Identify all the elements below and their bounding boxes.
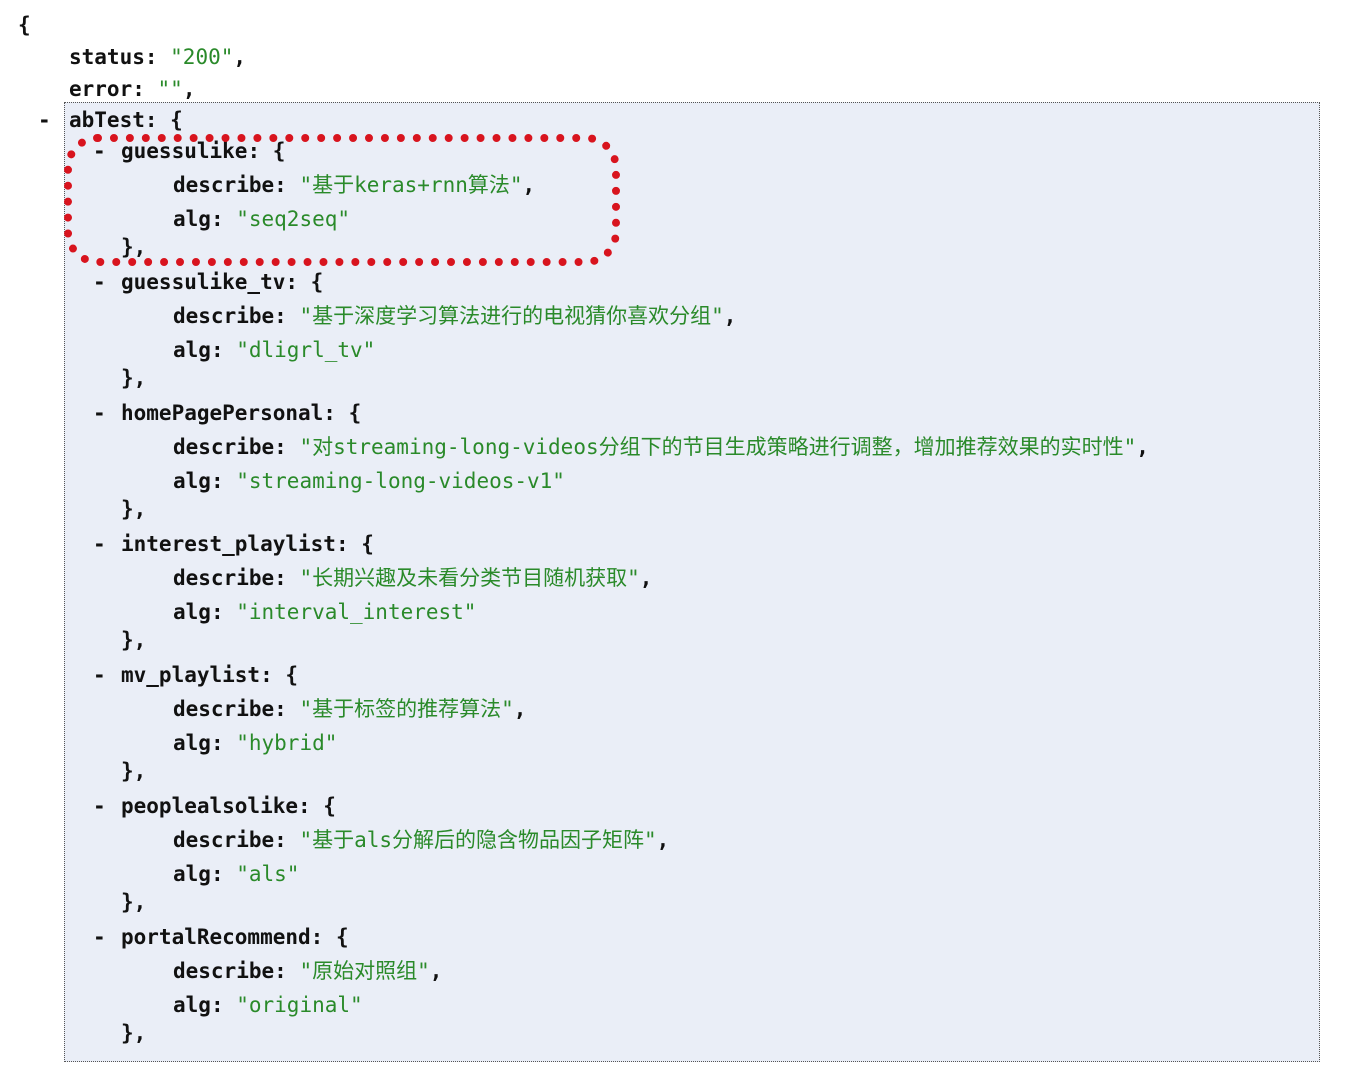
- group-header: interest_playlist: {: [121, 532, 374, 556]
- describe-key: describe: [173, 173, 275, 197]
- alg-value: "streaming-long-videos-v1": [236, 469, 565, 493]
- group-describe-entry: describe: "长期兴趣及未看分类节目随机获取",: [173, 566, 653, 590]
- abtest-key: abTest: [69, 108, 145, 132]
- group-alg-entry: alg: "interval_interest": [173, 600, 477, 624]
- group-close-brace: },: [121, 497, 147, 521]
- group-alg-entry: alg: "hybrid": [173, 731, 338, 755]
- group-alg-entry: alg: "streaming-long-videos-v1": [173, 469, 565, 493]
- describe-value: "基于标签的推荐算法": [299, 697, 514, 721]
- group-describe-entry: describe: "基于深度学习算法进行的电视猜你喜欢分组",: [173, 304, 737, 328]
- group-collapse-toggle[interactable]: -: [93, 794, 106, 818]
- group-describe-entry: describe: "基于keras+rnn算法",: [173, 173, 536, 197]
- status-entry: status: "200",: [69, 45, 247, 69]
- abtest-entry: abTest: {: [69, 108, 183, 132]
- group-header: homePagePersonal: {: [121, 401, 362, 425]
- group-header: mv_playlist: {: [121, 663, 299, 687]
- group-alg-entry: alg: "dligrl_tv": [173, 338, 376, 362]
- group-describe-entry: describe: "基于als分解后的隐含物品因子矩阵",: [173, 828, 670, 852]
- alg-key: alg: [173, 993, 211, 1017]
- alg-value: "dligrl_tv": [236, 338, 376, 362]
- abtest-open-brace: {: [170, 108, 183, 132]
- group-key: homePagePersonal: [121, 401, 324, 425]
- status-key: status: [69, 45, 145, 69]
- alg-value: "hybrid": [236, 731, 338, 755]
- describe-key: describe: [173, 304, 275, 328]
- alg-key: alg: [173, 731, 211, 755]
- group-collapse-toggle[interactable]: -: [93, 139, 106, 163]
- alg-key: alg: [173, 600, 211, 624]
- group-alg-entry: alg: "original": [173, 993, 363, 1017]
- status-value: "200": [170, 45, 234, 69]
- group-describe-entry: describe: "基于标签的推荐算法",: [173, 697, 527, 721]
- group-close-brace: },: [121, 890, 147, 914]
- group-key: peoplealsolike: [121, 794, 299, 818]
- alg-value: "interval_interest": [236, 600, 477, 624]
- group-alg-entry: alg: "als": [173, 862, 300, 886]
- group-key: portalRecommend: [121, 925, 311, 949]
- group-close-brace: },: [121, 628, 147, 652]
- group-close-brace: },: [121, 1021, 147, 1045]
- abtest-collapse-toggle[interactable]: -: [38, 108, 51, 132]
- describe-value: "长期兴趣及未看分类节目随机获取": [299, 566, 640, 590]
- group-key: guessulike_tv: [121, 270, 286, 294]
- describe-key: describe: [173, 828, 275, 852]
- describe-key: describe: [173, 435, 275, 459]
- group-alg-entry: alg: "seq2seq": [173, 207, 351, 231]
- describe-value: "基于als分解后的隐含物品因子矩阵": [299, 828, 657, 852]
- alg-key: alg: [173, 862, 211, 886]
- alg-key: alg: [173, 338, 211, 362]
- group-close-brace: },: [121, 366, 147, 390]
- group-collapse-toggle[interactable]: -: [93, 532, 106, 556]
- group-collapse-toggle[interactable]: -: [93, 401, 106, 425]
- describe-key: describe: [173, 697, 275, 721]
- group-key: mv_playlist: [121, 663, 261, 687]
- group-describe-entry: describe: "对streaming-long-videos分组下的节目生…: [173, 435, 1149, 459]
- group-header: peoplealsolike: {: [121, 794, 336, 818]
- group-describe-entry: describe: "原始对照组",: [173, 959, 443, 983]
- group-close-brace: },: [121, 235, 147, 259]
- error-entry: error: "",: [69, 77, 196, 101]
- alg-key: alg: [173, 207, 211, 231]
- alg-key: alg: [173, 469, 211, 493]
- describe-key: describe: [173, 959, 275, 983]
- group-header: guessulike: {: [121, 139, 286, 163]
- alg-value: "original": [236, 993, 363, 1017]
- group-key: interest_playlist: [121, 532, 336, 556]
- group-close-brace: },: [121, 759, 147, 783]
- describe-value: "原始对照组": [299, 959, 430, 983]
- alg-value: "als": [236, 862, 300, 886]
- group-header: portalRecommend: {: [121, 925, 349, 949]
- group-collapse-toggle[interactable]: -: [93, 663, 106, 687]
- describe-value: "基于深度学习算法进行的电视猜你喜欢分组": [299, 304, 724, 328]
- group-key: guessulike: [121, 139, 248, 163]
- describe-value: "基于keras+rnn算法": [299, 173, 523, 197]
- alg-value: "seq2seq": [236, 207, 351, 231]
- root-open-brace: {: [18, 13, 31, 37]
- group-collapse-toggle[interactable]: -: [93, 270, 106, 294]
- describe-key: describe: [173, 566, 275, 590]
- describe-value: "对streaming-long-videos分组下的节目生成策略进行调整，增加…: [299, 435, 1137, 459]
- error-key: error: [69, 77, 133, 101]
- error-value: "": [157, 77, 183, 101]
- group-header: guessulike_tv: {: [121, 270, 324, 294]
- group-collapse-toggle[interactable]: -: [93, 925, 106, 949]
